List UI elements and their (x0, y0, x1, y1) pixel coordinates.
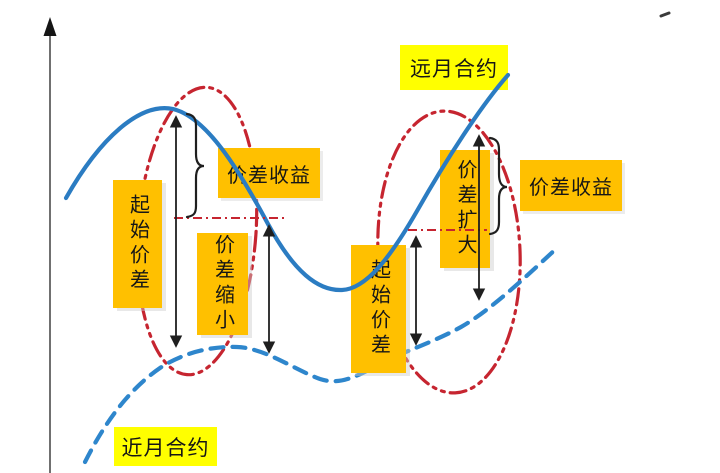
initial-spread-label-left: 起始价差 (113, 180, 162, 308)
spread-narrowing-label: 价差缩小 (197, 233, 248, 335)
stray-mark (659, 11, 671, 18)
near-month-contract-label: 近月合约 (114, 427, 217, 466)
y-axis-arrowhead-icon (43, 17, 57, 36)
far-month-contract-label: 远月合约 (400, 45, 508, 90)
far-month-curve (63, 72, 511, 293)
near-month-curve (82, 245, 560, 465)
spread-income-brace-right (488, 136, 508, 236)
spread-income-label-left: 价差收益 (218, 148, 320, 198)
spread-income-label-right: 价差收益 (520, 160, 622, 211)
spread-income-brace-left (185, 112, 205, 219)
